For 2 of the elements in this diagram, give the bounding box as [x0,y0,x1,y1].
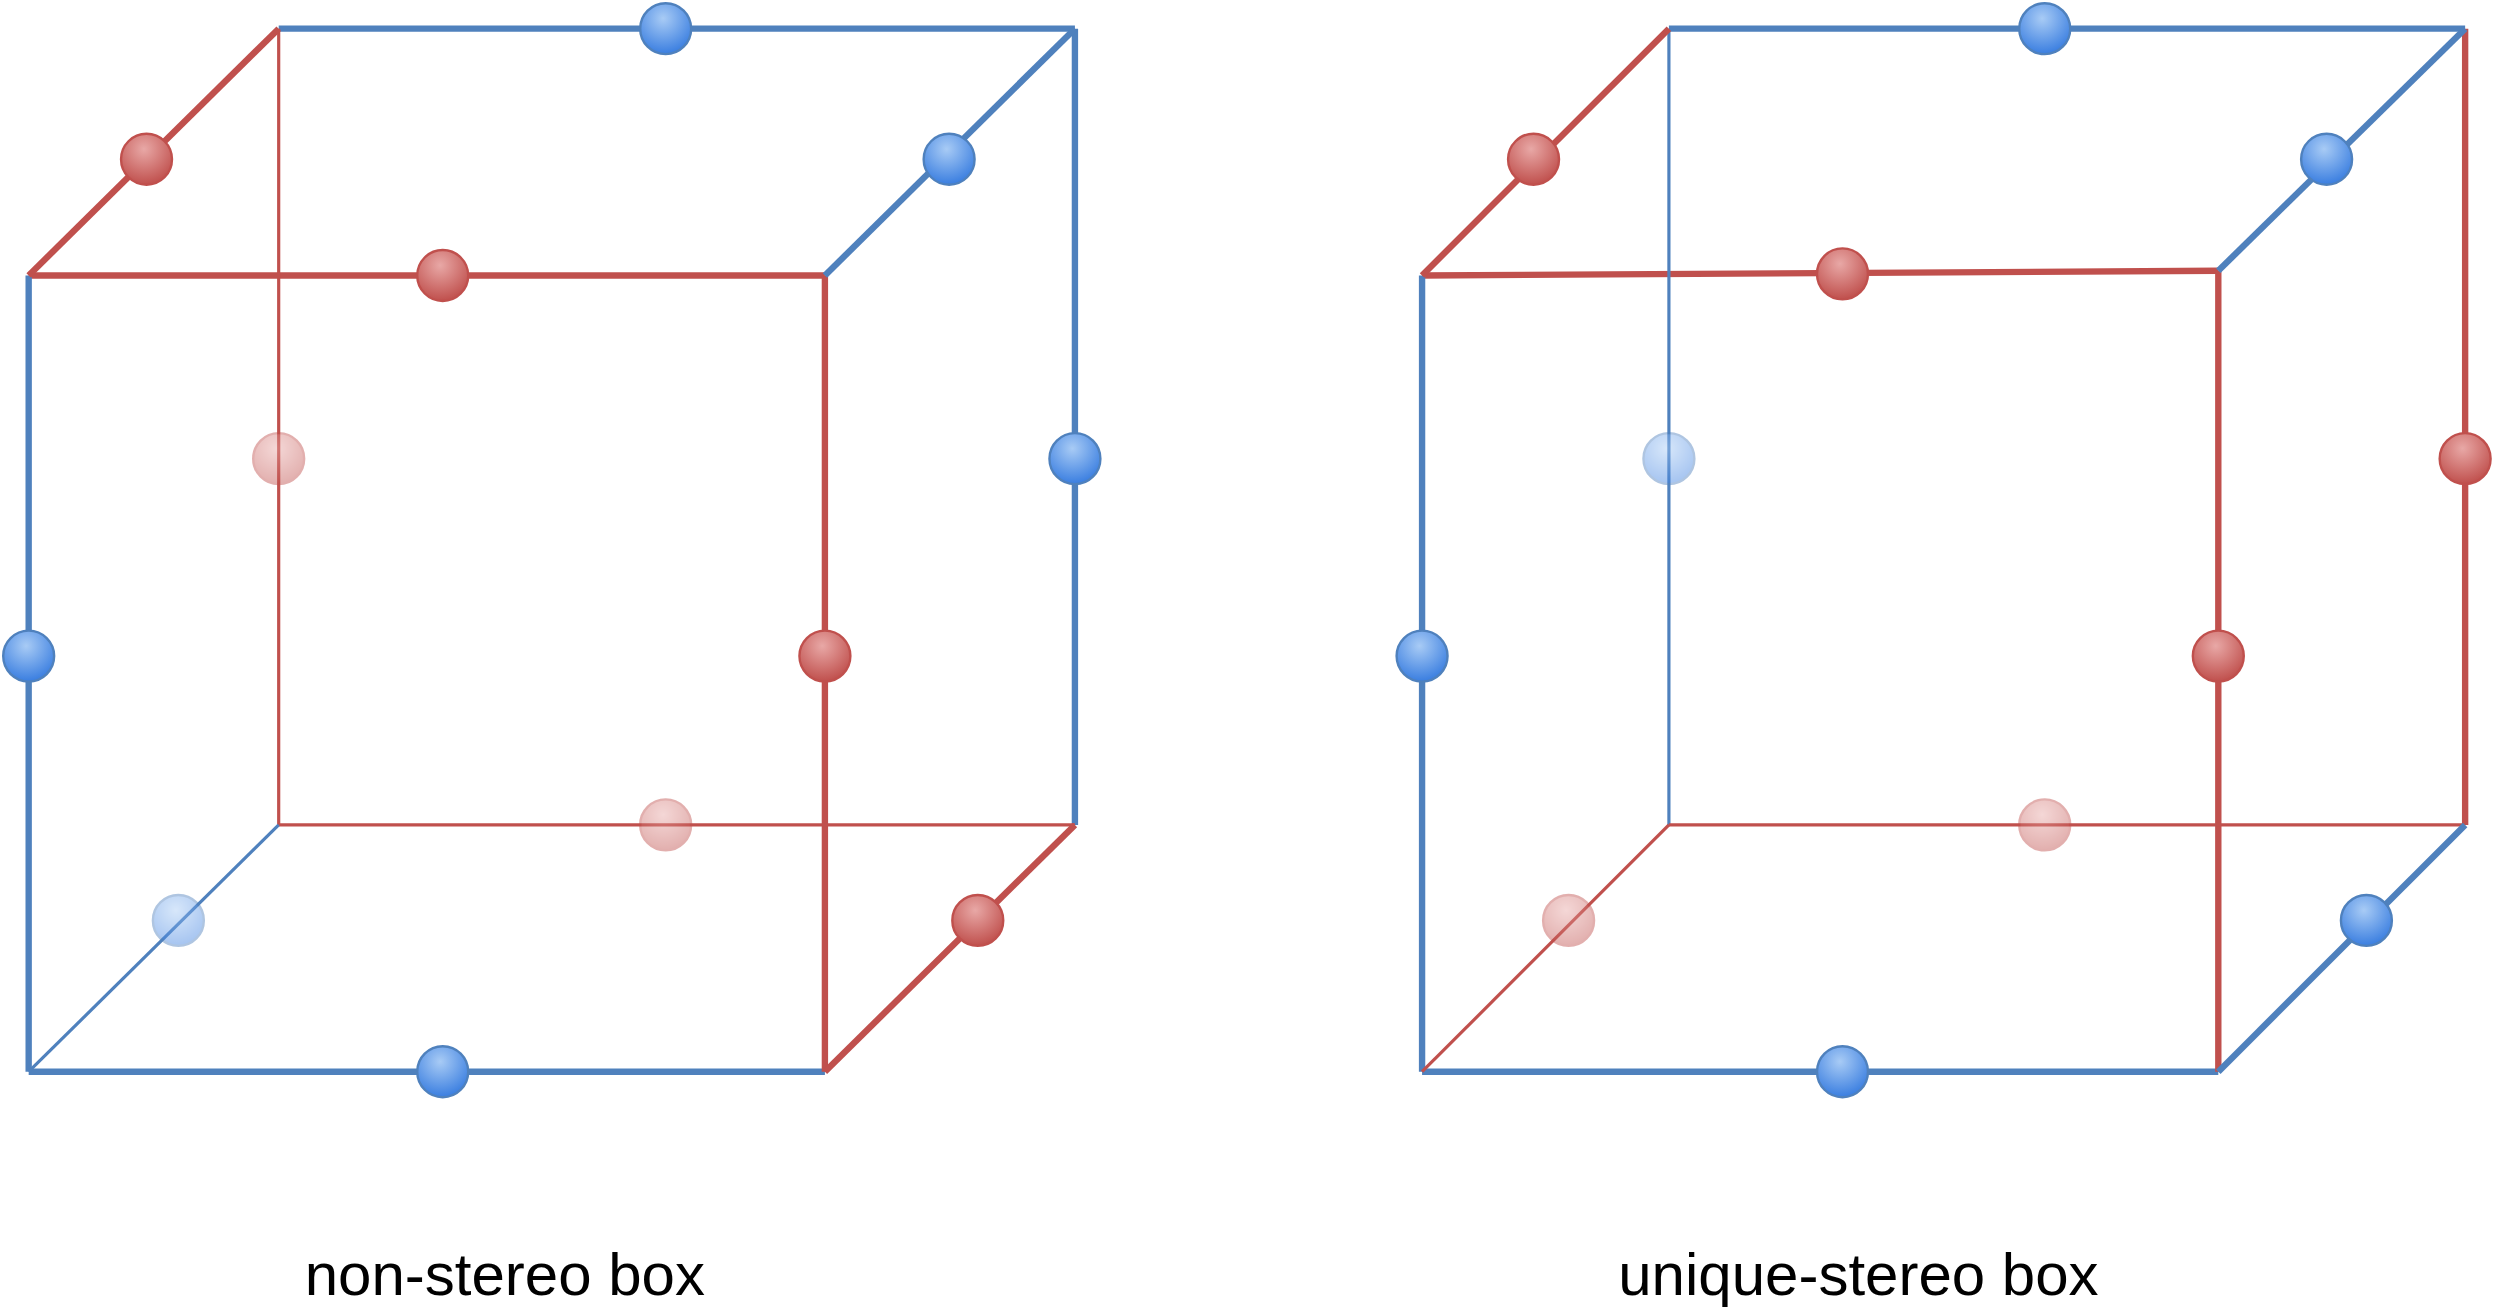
caption-label: unique-stereo box [1618,1240,2099,1309]
caption-label: non-stereo box [304,1240,705,1309]
